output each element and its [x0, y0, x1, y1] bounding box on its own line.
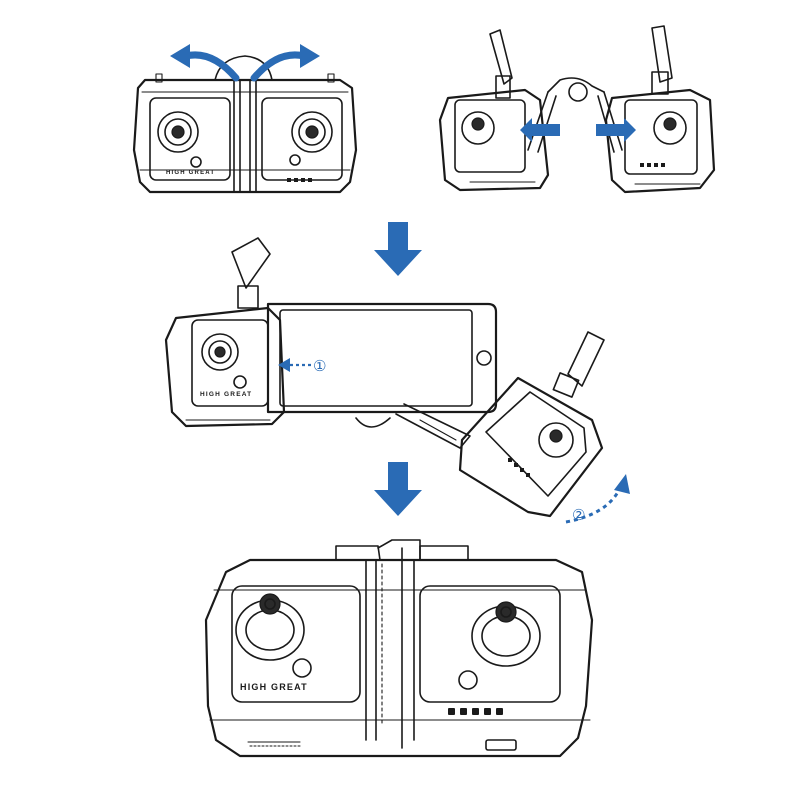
controller-unfolded — [438, 25, 716, 194]
brand-label: HIGH GREAT — [200, 391, 252, 398]
double-arrow-icon — [520, 118, 636, 142]
battery-indicator — [640, 163, 665, 167]
arrow-down-icon — [374, 462, 422, 516]
brand-label: HIGH GREAT — [240, 682, 308, 692]
arrow-down-icon — [374, 222, 422, 276]
battery-indicator — [448, 708, 503, 715]
controller-folded: HIGH GREAT — [132, 55, 358, 194]
controller-with-phone: HIGH GREAT ① — [164, 237, 605, 518]
battery-indicator — [508, 458, 530, 477]
battery-indicator — [287, 178, 312, 182]
curved-arrow-icon — [170, 44, 320, 82]
brand-label: HIGH GREAT — [166, 170, 215, 176]
step-one-marker: ① — [313, 357, 326, 375]
controller-assembled: HIGH GREAT — [204, 539, 594, 758]
step-two-marker: ② — [572, 506, 585, 524]
push-arrow-icon — [278, 358, 312, 372]
rotate-arrow-icon — [565, 474, 630, 524]
